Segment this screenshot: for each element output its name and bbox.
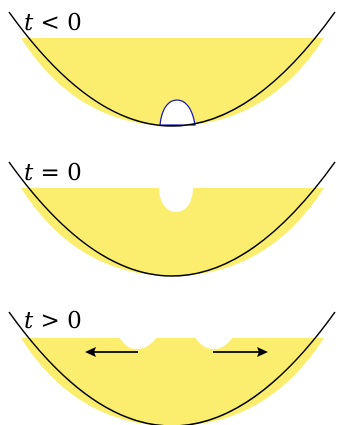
bowl-outline — [8, 11, 336, 127]
panel-label: t > 0 — [24, 308, 82, 334]
left-wave-trough — [119, 337, 157, 349]
panel-after: t > 0 — [8, 308, 336, 425]
right-arrow-head — [257, 347, 268, 357]
fluid-body — [21, 38, 324, 126]
surface-cavity — [159, 187, 193, 212]
panel-before: t < 0 — [8, 10, 336, 127]
left-arrow — [85, 347, 138, 357]
left-arrow-head — [85, 347, 96, 357]
panel-label: t < 0 — [24, 10, 82, 36]
panel-label: t = 0 — [24, 160, 82, 186]
bowl-outline — [8, 161, 336, 277]
panel-contact: t = 0 — [8, 160, 336, 277]
right-arrow — [213, 347, 268, 357]
fluid-body — [21, 338, 324, 425]
fluid-body — [21, 188, 324, 276]
bowl-outline — [8, 311, 336, 425]
rising-bubble — [159, 99, 196, 126]
right-wave-trough — [195, 337, 233, 349]
